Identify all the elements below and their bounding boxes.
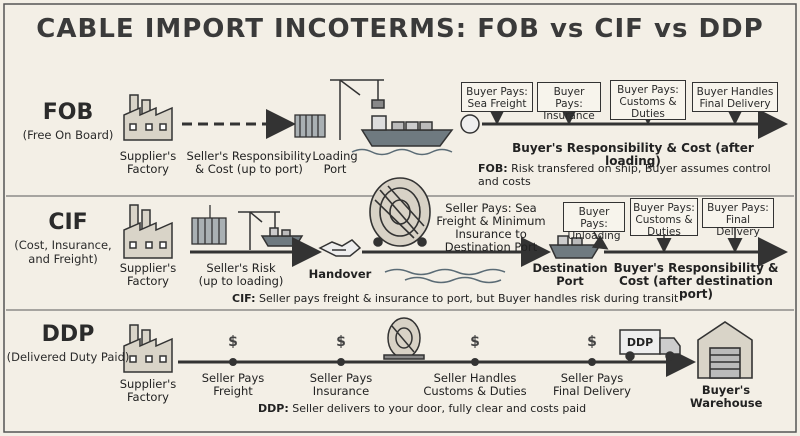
cif-handover-label: Handover [308, 267, 372, 281]
cif-dest-port-label: Destination Port [532, 261, 608, 288]
ddp-term: DDP [41, 322, 95, 347]
ddp-subtitle: (Delivered Duty Paid) [6, 350, 130, 364]
cif-subtitle: (Cost, Insurance, and Freight) [14, 238, 112, 266]
dollar-icon-ddp-1: $ [228, 334, 238, 350]
dollar-icon-ddp-4: $ [587, 334, 597, 350]
ddp-note-text: Seller delivers to your door, fully clea… [292, 402, 587, 415]
ddp-step-dots [229, 358, 596, 366]
ddp-warehouse-label: Buyer's Warehouse [690, 383, 763, 410]
outer-frame [3, 3, 797, 433]
fob-subtitle: (Free On Board) [22, 128, 114, 142]
ddp-step-3-label: Seller Handles Customs & Duties [423, 371, 527, 398]
ship-icon-fob [360, 115, 454, 147]
cif-seller-risk-label: Seller's Risk (up to loading) [198, 261, 284, 288]
cable-reel-icon-cif [369, 177, 431, 247]
cif-buyer-resp-label: Buyer's Responsibility & Cost (after des… [613, 261, 779, 301]
truck-icon [619, 329, 681, 361]
fob-note-text: Risk transfered on ship, Buyer assumes c… [478, 162, 771, 188]
fob-box-customs: Buyer Pays: Customs & Duties [610, 80, 686, 120]
handshake-icon [318, 239, 362, 257]
dollar-icon-ddp-2: $ [336, 334, 346, 350]
cif-note-text: Seller pays freight & insurance to port,… [258, 292, 679, 305]
fob-seller-resp-label: Seller's Responsibility & Cost (up to po… [186, 149, 312, 176]
fob-box-final-delivery: Buyer Handles Final Delivery [692, 82, 778, 112]
factory-icon-fob [123, 94, 173, 141]
truck-label: DDP [626, 336, 654, 349]
fob-note-key: FOB: [478, 162, 508, 175]
fob-note: FOB: Risk transfered on ship, Buyer assu… [478, 162, 794, 188]
cable-reel-icon-ddp [383, 317, 425, 360]
cif-box-unloading: Buyer Pays: Unloading [563, 202, 625, 242]
water-waves-cif-2 [404, 276, 502, 284]
factory-icon-ddp [123, 324, 173, 373]
cif-box-final-delivery: Buyer Pays: Final Delivery [702, 198, 774, 238]
cif-term: CIF [48, 210, 88, 235]
page-title: CABLE IMPORT INCOTERMS: FOB vs CIF vs DD… [36, 14, 764, 44]
water-waves-cif-1 [384, 268, 506, 276]
crane-icon-fob [330, 79, 385, 140]
container-icon-fob [294, 114, 326, 138]
cif-note: CIF: Seller pays freight & insurance to … [232, 292, 752, 305]
ddp-supplier-label: Supplier's Factory [119, 377, 177, 404]
factory-icon-cif [123, 204, 173, 259]
water-waves-fob [351, 148, 453, 156]
ship-icon-cif [260, 227, 304, 247]
ship-icon-cif-dest [548, 235, 602, 259]
ddp-step-4-label: Seller Pays Final Delivery [553, 371, 631, 398]
cif-note-key: CIF: [232, 292, 256, 305]
fob-loading-port-label: Loading Port [312, 149, 358, 176]
ddp-step-2-label: Seller Pays Insurance [309, 371, 373, 398]
fob-term: FOB [42, 100, 94, 125]
crane-icon-cif [238, 211, 280, 250]
cif-supplier-label: Supplier's Factory [119, 261, 177, 288]
box-pointer-cif-1 [591, 231, 609, 250]
fob-buyer-resp-label: Buyer's Responsibility & Cost (after loa… [512, 141, 754, 168]
cif-box-customs: Buyer Pays: Customs & Duties [630, 198, 698, 238]
fob-box-insurance: Buyer Pays: Insurance [537, 82, 601, 122]
fob-box-sea-freight: Buyer Pays: Sea Freight [461, 82, 533, 112]
ddp-note-key: DDP: [258, 402, 289, 415]
dollar-icon-fob [460, 114, 480, 134]
container-icon-cif [191, 205, 227, 245]
fob-supplier-label: Supplier's Factory [119, 149, 177, 176]
cif-seller-pays-label: Seller Pays: Sea Freight & Minimum Insur… [436, 201, 546, 254]
ddp-note: DDP: Seller delivers to your door, fully… [258, 402, 678, 415]
dollar-icon-ddp-3: $ [470, 334, 480, 350]
ddp-step-1-label: Seller Pays Freight [201, 371, 265, 398]
warehouse-icon [697, 321, 753, 379]
